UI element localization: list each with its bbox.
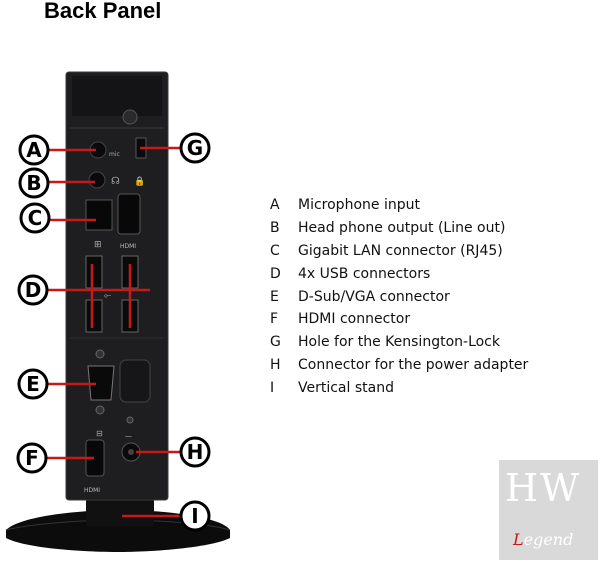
- legend-item: F HDMI connector: [270, 311, 411, 328]
- legend-item: D 4x USB connectors: [270, 265, 431, 282]
- callout-A: A: [18, 134, 50, 166]
- callout-E: E: [17, 368, 49, 400]
- svg-text:C: C: [28, 206, 43, 230]
- svg-text:E: E: [26, 372, 40, 396]
- watermark-logo: HW Legend: [499, 460, 598, 560]
- svg-text:G: G: [187, 136, 203, 160]
- svg-text:F: F: [25, 446, 39, 470]
- hdmi-top-port: [117, 193, 141, 235]
- vga-cover: [119, 359, 151, 403]
- legend-item: G Hole for the Kensington-Lock: [270, 334, 500, 351]
- callout-F: F: [16, 442, 48, 474]
- legend-item: I Vertical stand: [270, 379, 394, 396]
- legend: A Microphone input B Head phone output (…: [270, 194, 590, 399]
- watermark-hw-text: HW: [505, 466, 582, 510]
- legend-item: A Microphone input: [270, 197, 420, 214]
- headphone-icon: ☊: [111, 176, 120, 187]
- svg-text:H: H: [187, 440, 204, 464]
- display-icon: ⊟: [96, 429, 103, 438]
- lan-port: [85, 199, 113, 231]
- callout-B: B: [18, 167, 50, 199]
- callout-lines: [46, 146, 180, 518]
- legend-item: C Gigabit LAN connector (RJ45): [270, 242, 503, 259]
- page-title: Back Panel: [44, 0, 162, 23]
- legend-item: H Connector for the power adapter: [270, 356, 529, 373]
- lan-icon: ⊞: [94, 240, 102, 250]
- svg-text:I: I: [191, 504, 198, 528]
- device-body: [65, 71, 169, 501]
- callout-C: C: [19, 202, 51, 234]
- callout-H: H: [179, 436, 211, 468]
- legend-item: B Head phone output (Line out): [270, 220, 506, 237]
- callout-G: G: [179, 132, 211, 164]
- vertical-stand: [5, 496, 231, 552]
- mic-port-label: mic: [109, 151, 120, 158]
- svg-text:D: D: [25, 278, 42, 302]
- dc-symbol: —: [125, 432, 132, 440]
- hdmi-top-label: HDMI: [120, 243, 136, 250]
- usb-icon: ⟜: [104, 291, 111, 301]
- hdmi-bottom-label: HDMI: [84, 487, 100, 494]
- screw-icon: [122, 109, 138, 125]
- watermark-legend-text: Legend: [513, 530, 574, 549]
- callout-D: D: [17, 274, 49, 306]
- legend-item: E D-Sub/VGA connector: [270, 288, 450, 305]
- lock-icon: 🔒: [134, 176, 145, 187]
- svg-text:A: A: [26, 138, 42, 162]
- vga-port: [87, 349, 115, 415]
- svg-text:B: B: [26, 171, 41, 195]
- headphone-jack: [88, 171, 106, 189]
- callout-I: I: [179, 500, 211, 532]
